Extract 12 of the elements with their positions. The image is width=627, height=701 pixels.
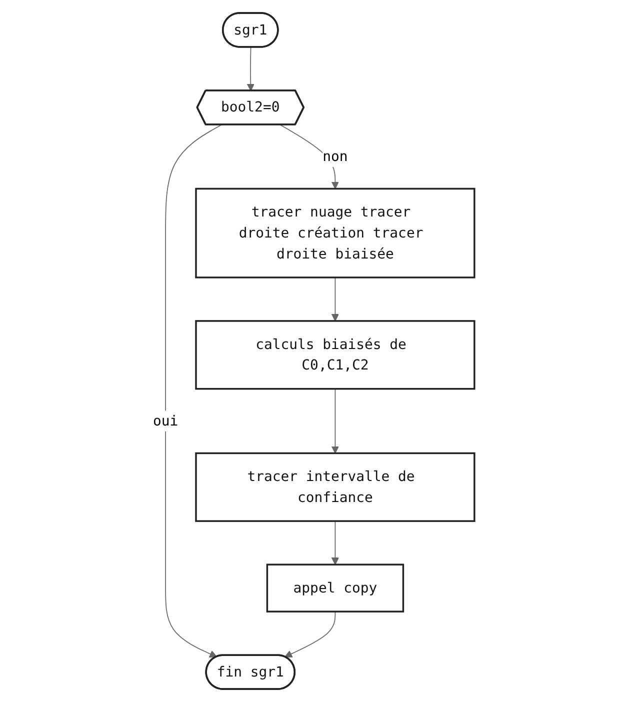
node-box: tracer nuage tracer droite création tracer droite biaisée	[194, 187, 476, 278]
arrow	[164, 124, 222, 658]
node-box: tracer intervalle de confiance	[194, 452, 476, 522]
edge-label: oui	[152, 412, 178, 428]
arrow	[331, 388, 339, 454]
node-box: calculs biaisés de C0,C1,C2	[194, 320, 476, 390]
arrow	[331, 520, 339, 564]
edge-label: non	[322, 147, 348, 164]
arrow	[246, 46, 254, 91]
node-box: appel copy	[266, 563, 404, 612]
arrow	[284, 610, 336, 657]
arrow	[331, 276, 339, 321]
